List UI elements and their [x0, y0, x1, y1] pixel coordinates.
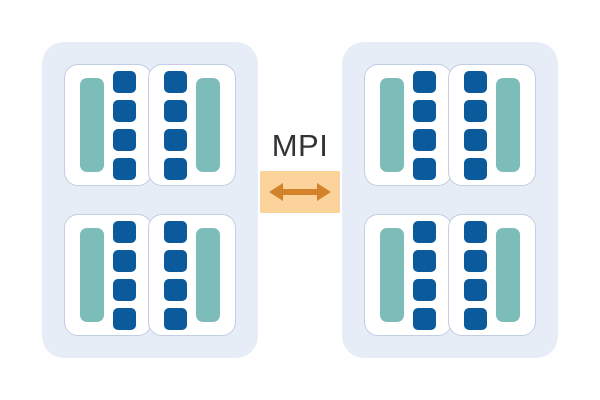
core-unit — [113, 70, 136, 93]
core-unit — [464, 249, 487, 272]
memory-bar — [196, 228, 220, 322]
mpi-label: MPI — [271, 128, 329, 163]
socket-card-5 — [364, 64, 452, 186]
core-unit — [113, 249, 136, 272]
core-unit — [164, 307, 187, 330]
core-stack — [413, 220, 436, 330]
node-panel-left — [42, 42, 258, 358]
core-unit — [113, 307, 136, 330]
socket-card-4 — [148, 214, 236, 336]
socket-card-1 — [64, 64, 152, 186]
core-unit — [464, 128, 487, 151]
core-unit — [113, 157, 136, 180]
core-stack — [464, 220, 487, 330]
socket-card-6 — [448, 64, 536, 186]
core-stack — [464, 70, 487, 180]
core-unit — [413, 278, 436, 301]
core-unit — [413, 220, 436, 243]
socket-card-7 — [364, 214, 452, 336]
socket-card-2 — [148, 64, 236, 186]
mpi-arrow-box — [260, 171, 340, 213]
core-stack — [113, 70, 136, 180]
memory-bar — [196, 78, 220, 172]
core-unit — [464, 157, 487, 180]
memory-bar — [496, 78, 520, 172]
core-unit — [164, 249, 187, 272]
memory-bar — [496, 228, 520, 322]
interconnect-group: MPI — [258, 130, 342, 222]
core-unit — [164, 157, 187, 180]
memory-bar — [80, 228, 104, 322]
core-stack — [164, 70, 187, 180]
double-headed-arrow-icon — [269, 183, 331, 201]
core-unit — [464, 278, 487, 301]
core-unit — [164, 70, 187, 93]
core-unit — [413, 249, 436, 272]
core-unit — [464, 220, 487, 243]
core-unit — [164, 278, 187, 301]
core-stack — [413, 70, 436, 180]
core-unit — [164, 220, 187, 243]
node-panel-right — [342, 42, 558, 358]
core-unit — [113, 128, 136, 151]
memory-bar — [80, 78, 104, 172]
core-unit — [413, 307, 436, 330]
core-unit — [164, 128, 187, 151]
core-unit — [413, 99, 436, 122]
core-unit — [113, 99, 136, 122]
core-unit — [413, 157, 436, 180]
core-unit — [164, 99, 187, 122]
core-unit — [464, 70, 487, 93]
memory-bar — [380, 78, 404, 172]
core-unit — [464, 99, 487, 122]
memory-bar — [380, 228, 404, 322]
core-unit — [413, 128, 436, 151]
socket-card-8 — [448, 214, 536, 336]
core-unit — [413, 70, 436, 93]
core-unit — [113, 220, 136, 243]
core-unit — [464, 307, 487, 330]
socket-card-3 — [64, 214, 152, 336]
core-unit — [113, 278, 136, 301]
core-stack — [113, 220, 136, 330]
core-stack — [164, 220, 187, 330]
